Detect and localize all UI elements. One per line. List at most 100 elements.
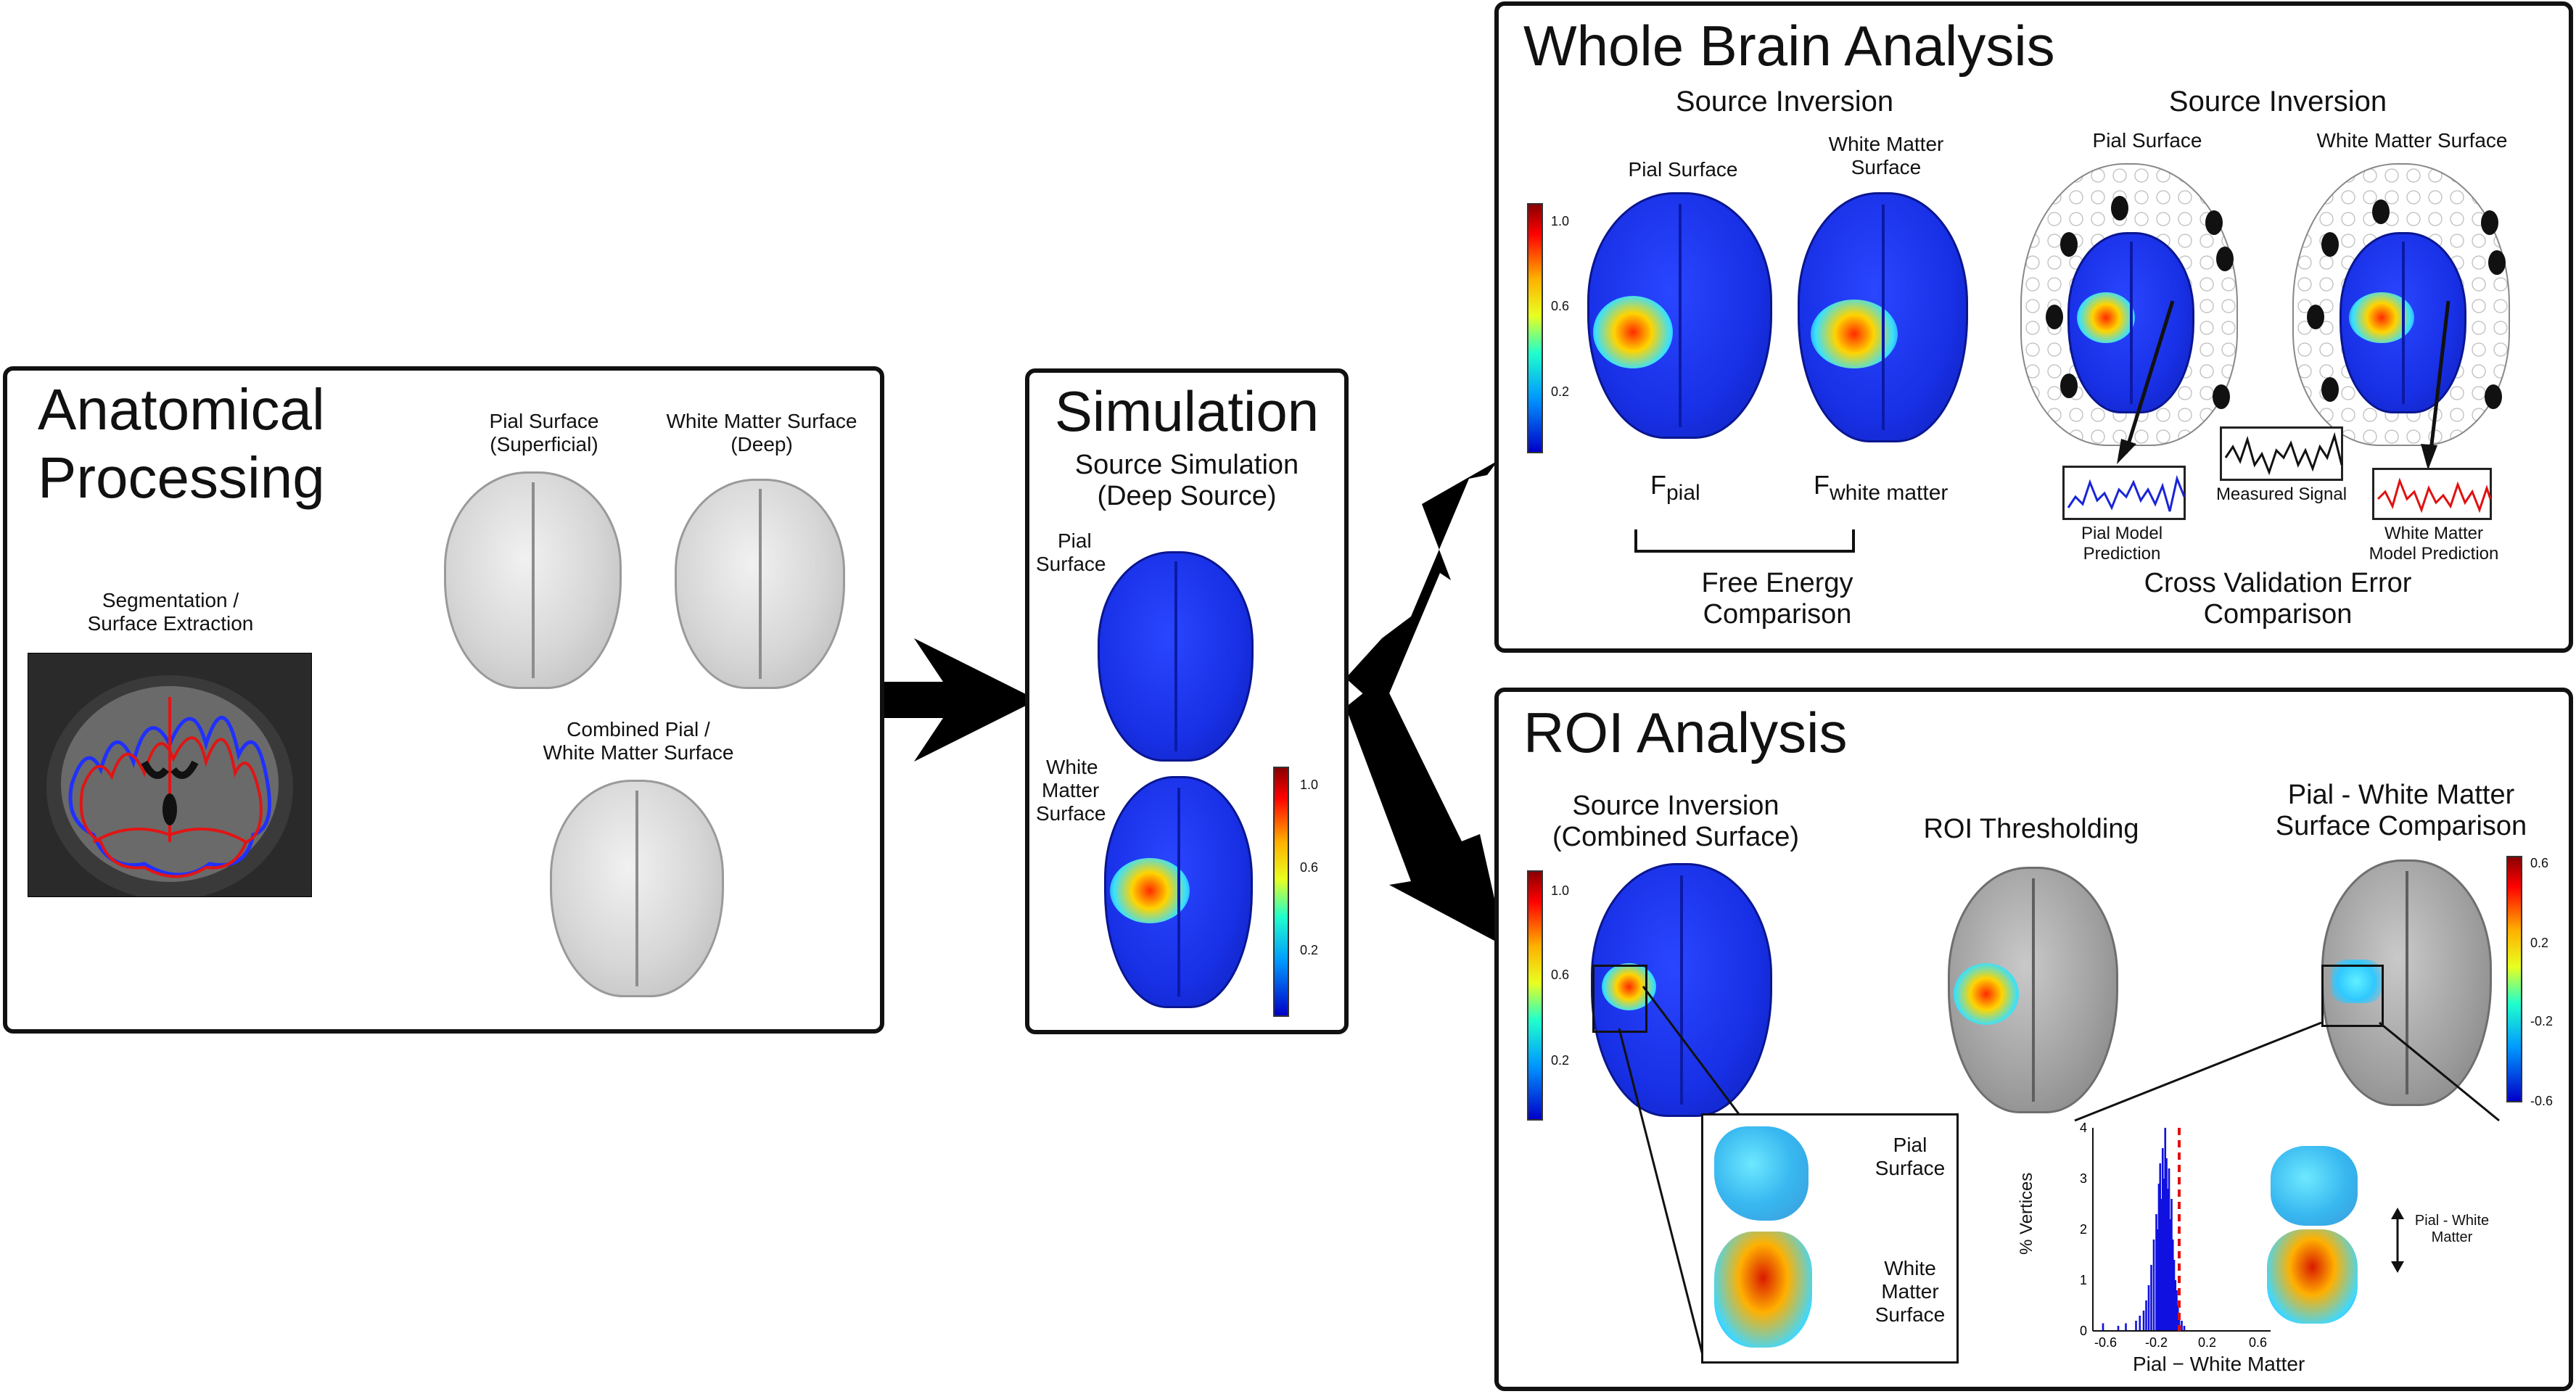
roi-combined-brain (1591, 863, 1772, 1117)
histogram-bar (2156, 1229, 2159, 1331)
histogram-bar (2155, 1214, 2157, 1331)
zoom-wm-label: White Matter Surface (1875, 1257, 1946, 1326)
histogram-bar (2160, 1199, 2163, 1331)
wb-colorbar-tick: 0.2 (1551, 384, 1570, 399)
histogram-x-tick: -0.2 (2145, 1335, 2168, 1350)
sim-colorbar (1273, 767, 1289, 1017)
pial-prediction-signal (2062, 466, 2186, 520)
histogram-y-tick: 3 (2080, 1171, 2087, 1186)
histogram-y-tick: 1 (2080, 1273, 2087, 1287)
roi-comparison-patch (2331, 960, 2382, 1003)
anatomical-title: Anatomical Processing (38, 377, 325, 510)
sensor-dot (2485, 384, 2502, 409)
histogram-bar (2171, 1240, 2174, 1331)
roi-right-colorbar (2506, 856, 2522, 1102)
wb-colorbar-tick: 0.6 (1551, 299, 1570, 313)
sim-colorbar-tick: 0.6 (1300, 860, 1319, 875)
sensor-dot (2060, 374, 2078, 398)
wm-prediction-signal (2372, 468, 2492, 520)
simulation-subtitle: Source Simulation (Deep Source) (1074, 450, 1299, 511)
histogram-bar (2170, 1199, 2173, 1331)
histogram-y-tick: 2 (2080, 1222, 2087, 1237)
free-energy-comparison-label: Free Energy Comparison (1701, 568, 1853, 630)
histogram-bar (2117, 1326, 2120, 1331)
sensor-dot (2321, 377, 2339, 402)
cross-validation-label: Cross Validation Error Comparison (2144, 568, 2412, 630)
histogram-bar (2157, 1184, 2160, 1331)
sensor-dot (2307, 305, 2324, 329)
sensor-dot (2046, 305, 2063, 329)
wm-model-prediction-label: White Matter Model Prediction (2369, 524, 2499, 564)
histogram-bar (2159, 1163, 2162, 1331)
sim-colorbar-tick: 1.0 (1300, 778, 1319, 792)
roi-right-colorbar-tick: -0.6 (2530, 1094, 2554, 1108)
histogram-bar (2150, 1265, 2152, 1331)
histogram-bar (2163, 1179, 2165, 1331)
histogram-bar (2183, 1326, 2186, 1331)
simulation-title: Simulation (1054, 379, 1320, 443)
sensor-dot (2488, 250, 2506, 275)
roi-right-colorbar-tick: -0.2 (2530, 1014, 2554, 1028)
sim-colorbar-tick: 0.2 (1300, 943, 1319, 957)
histogram-bar (2145, 1300, 2147, 1331)
histogram-bar (2165, 1158, 2168, 1331)
histogram-bar (2176, 1290, 2178, 1331)
wb-wm-brain (1798, 192, 1968, 442)
sim-wm-label: White Matter Surface (1036, 756, 1106, 825)
prediction-arrows (2117, 300, 2451, 470)
arrow-simulation-to-roi (1346, 678, 1505, 946)
sensor-dot (2216, 247, 2234, 271)
histogram-x-tick: 0.6 (2249, 1335, 2267, 1350)
wb-right-pial-label: Pial Surface (2092, 129, 2202, 152)
histogram-x-label: Pial − White Matter (2133, 1353, 2305, 1375)
mri-segmentation-image (28, 653, 312, 897)
roi-left-colorbar-tick: 1.0 (1551, 883, 1570, 898)
roi-threshold-hotspot (1954, 963, 2019, 1025)
histogram-bar (2173, 1260, 2176, 1331)
white-matter-surface-label: White Matter Surface (Deep) (666, 410, 857, 455)
roi-title: ROI Analysis (1523, 701, 1848, 764)
f-pial-label: Fpial (1650, 470, 1700, 506)
wb-source-inversion-left: Source Inversion (1675, 86, 1894, 117)
wb-colorbar-tick: 1.0 (1551, 214, 1570, 228)
sensor-dot (2321, 232, 2339, 257)
wb-wm-label: White Matter Surface (1828, 133, 1944, 178)
roi-comparison-label: Pial - White Matter Surface Comparison (2275, 780, 2527, 841)
zoom-difference-patch (2263, 1142, 2361, 1327)
roi-left-colorbar-tick: 0.2 (1551, 1053, 1570, 1068)
wb-colorbar (1527, 203, 1543, 453)
sim-pial-brain (1098, 551, 1254, 762)
histogram-bar (2161, 1148, 2164, 1331)
zoom-pial-surface-patch (1714, 1126, 1808, 1221)
wb-right-wm-label: White Matter Surface (2316, 129, 2508, 152)
roi-right-colorbar-tick: 0.2 (2530, 936, 2549, 950)
wb-source-inversion-right: Source Inversion (2168, 86, 2387, 117)
pial-surface-label: Pial Surface (Superficial) (489, 410, 599, 455)
measured-signal-label: Measured Signal (2215, 484, 2347, 504)
wb-pial-hotspot (1593, 296, 1673, 368)
pial-surface-brain (444, 471, 622, 689)
roi-zoom-left-box: Pial Surface White Matter Surface (1701, 1113, 1959, 1364)
wb-pial-label: Pial Surface (1628, 158, 1738, 181)
roi-zoom-square-right (2321, 965, 2384, 1027)
histogram-bar (2178, 1316, 2181, 1331)
histogram-y-tick: 0 (2080, 1324, 2087, 1338)
combined-surface-brain (550, 780, 724, 997)
histogram-y-tick: 4 (2080, 1121, 2087, 1135)
roi-threshold-brain (1948, 867, 2118, 1113)
free-energy-bracket (1634, 529, 1855, 553)
white-matter-surface-brain (675, 479, 845, 689)
histogram-bar (2174, 1280, 2177, 1331)
roi-thresholding-label: ROI Thresholding (1923, 814, 2139, 844)
sensor-dot (2060, 232, 2078, 257)
roi-inversion-label: Source Inversion (Combined Surface) (1552, 791, 1800, 852)
segmentation-label: Segmentation / Surface Extraction (87, 589, 254, 635)
histogram-x-tick: -0.6 (2094, 1335, 2117, 1350)
histogram-bar (2181, 1321, 2183, 1331)
sensor-dot (2205, 210, 2223, 235)
histogram-bar (2152, 1240, 2155, 1331)
pial-minus-wm-label: Pial - White Matter (2414, 1213, 2490, 1245)
histogram-bar (2142, 1311, 2145, 1331)
histogram-y-label: % Vertices (2017, 1172, 2036, 1255)
